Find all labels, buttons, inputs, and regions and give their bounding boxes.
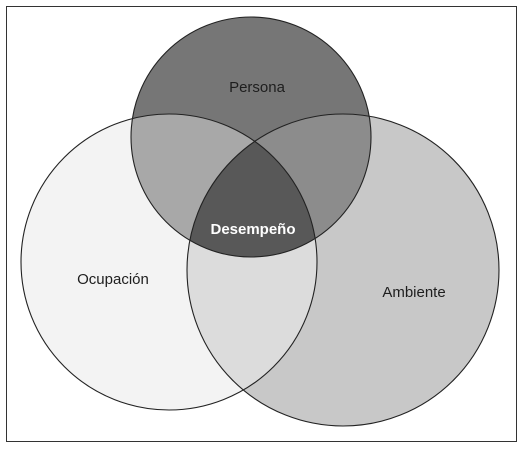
set-ocupacion-outline [20, 113, 318, 411]
label-persona: Persona [229, 79, 286, 96]
label-ambiente: Ambiente [382, 284, 445, 301]
overlap-center-desempeno [187, 114, 317, 257]
label-ocupacion: Ocupación [77, 271, 149, 288]
label-desempeno: Desempeño [210, 221, 295, 238]
set-persona-outline [130, 16, 372, 258]
set-ambiente-outline [186, 113, 500, 427]
